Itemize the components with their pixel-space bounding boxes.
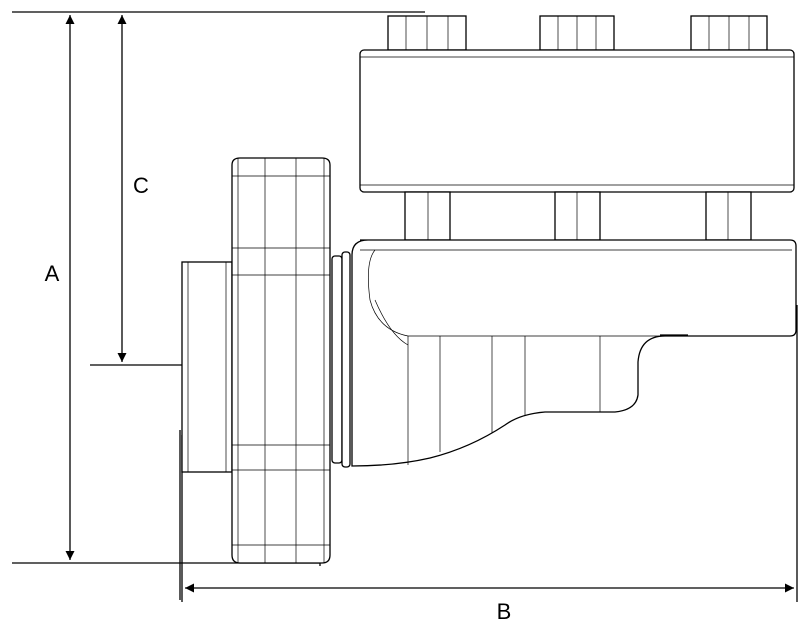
dimension-c: C <box>117 15 149 362</box>
dimension-c-label: C <box>133 173 149 198</box>
flange <box>231 157 331 566</box>
spigot <box>179 261 233 600</box>
dimension-b: B <box>185 583 794 619</box>
bolt-head-left <box>387 15 467 51</box>
gasket-rings <box>331 251 351 468</box>
bolt-head-right <box>690 15 768 51</box>
top-cover <box>359 15 795 193</box>
dimension-a-label: A <box>45 261 60 286</box>
cover-plate <box>359 49 795 193</box>
valve-body <box>351 239 797 467</box>
dimension-b-label: B <box>497 599 512 619</box>
studs <box>404 191 752 241</box>
dimension-a: A <box>40 15 75 560</box>
bolt-head-middle <box>539 15 615 51</box>
